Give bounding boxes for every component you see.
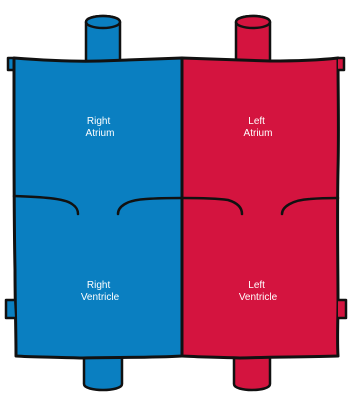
left-side-outlet bbox=[338, 300, 346, 318]
right-atrium-label: Right Atrium bbox=[86, 116, 115, 139]
left-side-nub-top bbox=[338, 58, 344, 70]
right-heart-body bbox=[14, 58, 182, 358]
right-side-outlet bbox=[6, 300, 15, 318]
left-top-vessel-opening bbox=[236, 16, 270, 28]
left-heart-body bbox=[182, 58, 338, 358]
right-top-vessel-opening bbox=[86, 16, 120, 28]
